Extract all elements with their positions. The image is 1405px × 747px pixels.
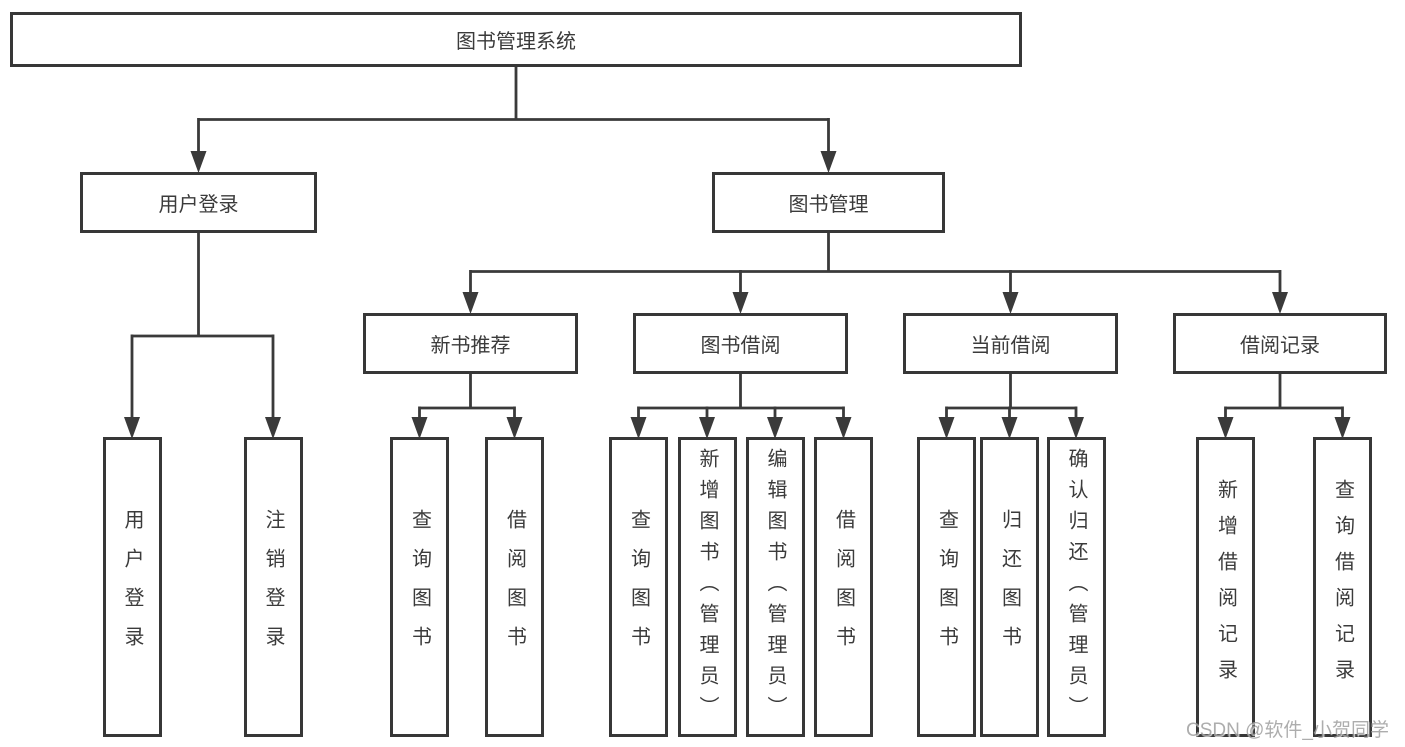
watermark: CSDN @软件_小贺同学 xyxy=(1186,720,1389,741)
leaf-add-borrow-record: 新增借阅记录 xyxy=(1196,437,1255,737)
node-current-borrow: 当前借阅 xyxy=(903,313,1118,374)
node-user-login: 用户登录 xyxy=(80,172,317,233)
leaf-query-books-borrow-label: 查询图书 xyxy=(627,509,650,665)
node-library-system-label: 图书管理系统 xyxy=(456,31,576,53)
arrowhead-group xyxy=(124,151,1351,439)
leaf-query-books-current: 查询图书 xyxy=(917,437,976,737)
node-library-system: 图书管理系统 xyxy=(10,12,1022,67)
node-borrow-records-label: 借阅记录 xyxy=(1240,335,1320,357)
leaf-confirm-return-admin-label: 确认归还（管理员） xyxy=(1065,447,1087,727)
leaf-logout-label: 注销登录 xyxy=(262,509,284,665)
leaf-add-books-admin: 新增图书（管理员） xyxy=(677,437,737,737)
node-new-book-recommend-label: 新书推荐 xyxy=(430,335,511,357)
leaf-query-books-recommend: 查询图书 xyxy=(390,437,449,737)
leaf-add-borrow-record-label: 新增借阅记录 xyxy=(1214,479,1237,695)
leaf-logout: 注销登录 xyxy=(243,437,303,737)
leaf-edit-books-admin: 编辑图书（管理员） xyxy=(745,437,805,737)
leaf-borrow-books-label: 借阅图书 xyxy=(832,509,855,665)
node-book-management: 图书管理 xyxy=(712,172,945,233)
leaf-query-books-recommend-label: 查询图书 xyxy=(408,509,431,665)
leaf-user-login: 用户登录 xyxy=(102,437,162,737)
leaf-query-borrow-record: 查询借阅记录 xyxy=(1313,437,1372,737)
leaf-borrow-books: 借阅图书 xyxy=(814,437,873,737)
leaf-user-login-label: 用户登录 xyxy=(121,509,143,665)
node-book-borrow-label: 图书借阅 xyxy=(700,335,781,357)
leaf-return-books-label: 归还图书 xyxy=(998,509,1021,665)
node-borrow-records: 借阅记录 xyxy=(1173,313,1387,374)
leaf-edit-books-admin-label: 编辑图书（管理员） xyxy=(764,447,786,727)
leaf-add-books-admin-label: 新增图书（管理员） xyxy=(696,447,718,727)
leaf-query-books-borrow: 查询图书 xyxy=(609,437,668,737)
leaf-confirm-return-admin: 确认归还（管理员） xyxy=(1046,437,1106,737)
node-new-book-recommend: 新书推荐 xyxy=(363,313,578,374)
node-book-borrow: 图书借阅 xyxy=(633,313,848,374)
leaf-query-borrow-record-label: 查询借阅记录 xyxy=(1331,479,1354,695)
node-user-login-label: 用户登录 xyxy=(158,194,239,216)
leaf-borrow-books-recommend-label: 借阅图书 xyxy=(503,509,526,665)
leaf-borrow-books-recommend: 借阅图书 xyxy=(485,437,544,737)
node-book-management-label: 图书管理 xyxy=(788,194,869,216)
leaf-return-books: 归还图书 xyxy=(980,437,1039,737)
leaf-query-books-current-label: 查询图书 xyxy=(935,509,958,665)
node-current-borrow-label: 当前借阅 xyxy=(970,335,1051,357)
